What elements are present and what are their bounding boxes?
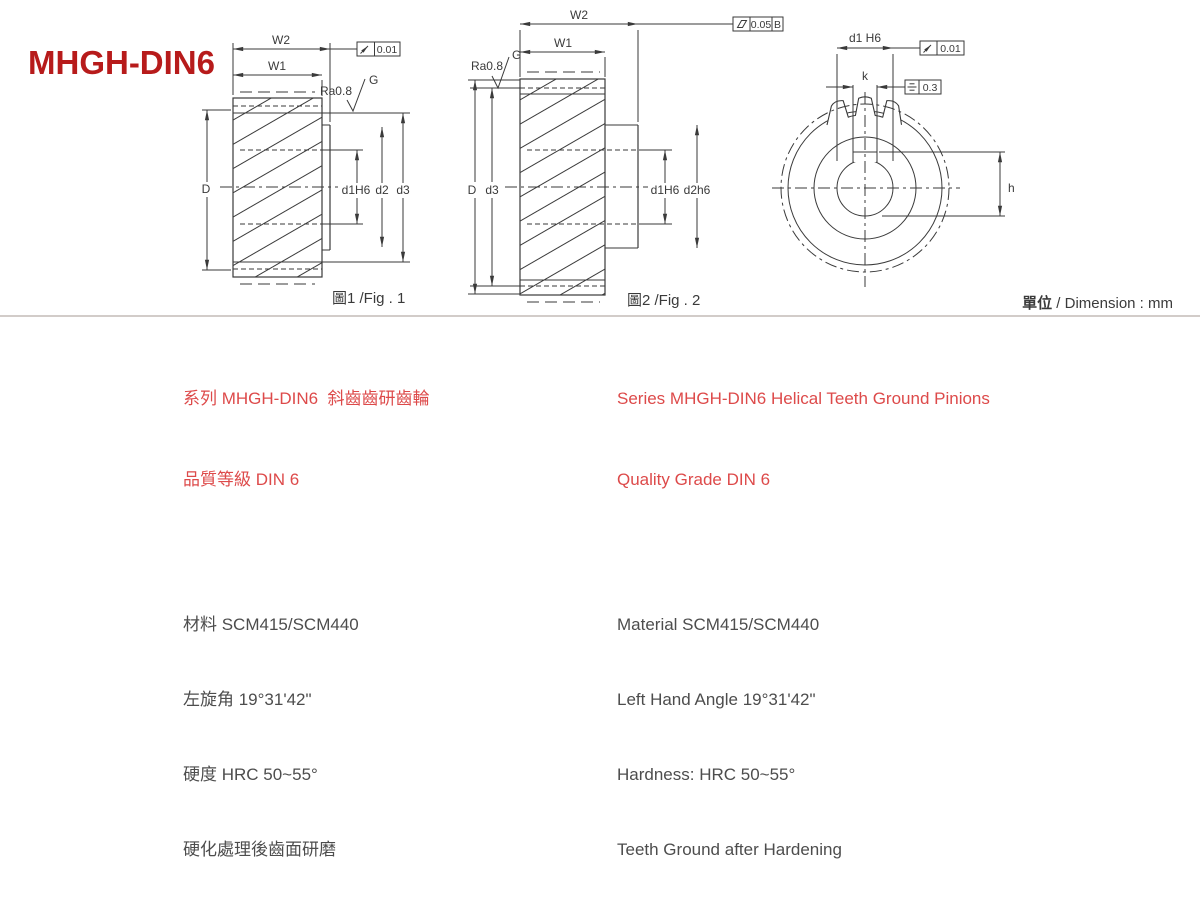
fig2-d1-label: d1H6 — [651, 183, 680, 197]
fig3-k-label: k — [862, 69, 869, 83]
fig1-D-label: D — [202, 182, 211, 196]
fig2-dimensions: W2 W1 0.05 B D d3 d1H6 d2h6 Ra0.8 — [463, 8, 784, 295]
technical-drawing: W2 W1 0.01 D d1H6 d2 d3 Ra0.8 G — [196, 8, 1015, 309]
series-heading-zh: 系列 MHGH-DIN6 斜齒齒研齒輪 品質等級 DIN 6 — [183, 331, 430, 547]
fig1-gear-section-view: W2 W1 0.01 D d1H6 d2 d3 Ra0.8 G — [196, 33, 414, 307]
series-line1-en: Series MHGH-DIN6 Helical Teeth Ground Pi… — [617, 389, 990, 408]
fig1-d2-label: d2 — [375, 183, 389, 197]
fig1-tolerance-value: 0.01 — [377, 44, 398, 56]
spec-angle-zh: 左旋角 19°31'42" — [183, 690, 312, 709]
fig1-ra-label: Ra0.8 — [320, 84, 352, 98]
fig2-w2-label: W2 — [570, 8, 588, 22]
series-line2-en: Quality Grade DIN 6 — [617, 470, 771, 489]
catalog-page: { "title": "MHGH-DIN6", "unit": { "zh": … — [0, 8, 1200, 859]
page-title: MHGH-DIN6 — [28, 44, 215, 81]
fig3-d1-label: d1 H6 — [849, 31, 881, 45]
fig2-geometry — [470, 71, 672, 303]
fig2-d3-label: d3 — [485, 183, 499, 197]
fig3-geometry — [772, 54, 960, 287]
fig3-runout-value: 0.01 — [940, 43, 961, 55]
spec-hardness-en: Hardness: HRC 50~55° — [617, 765, 796, 784]
fig3-symmetry-icon — [907, 83, 917, 91]
fig2-tolerance-value: 0.05 — [751, 19, 772, 31]
spec-grinding-en: Teeth Ground after Hardening — [617, 840, 842, 859]
fig2-surface-finish-icon — [491, 56, 510, 90]
fig2-caption: 圖2 /Fig . 2 — [627, 292, 700, 309]
fig3-h-label: h — [1008, 181, 1015, 195]
fig1-w2-label: W2 — [272, 33, 290, 47]
fig3-dimensions: d1 H6 0.01 k 0.3 h — [826, 31, 1015, 217]
fig1-w1-label: W1 — [268, 59, 286, 73]
spec-angle-en: Left Hand Angle 19°31'42" — [617, 690, 816, 709]
series-heading-en: Series MHGH-DIN6 Helical Teeth Ground Pi… — [617, 331, 990, 547]
info-block-chinese: 系列 MHGH-DIN6 斜齒齒研齒輪 品質等級 DIN 6 材料 SCM415… — [183, 331, 430, 912]
fig1-caption: 圖1 /Fig . 1 — [332, 290, 405, 307]
unit-label: 單位 / Dimension : mm — [1022, 292, 1173, 313]
fig2-datum-label: B — [774, 19, 781, 31]
fig3-symmetry-value: 0.3 — [923, 82, 938, 94]
fig1-d1-label: d1H6 — [342, 183, 371, 197]
fig3-gear-front-view: d1 H6 0.01 k 0.3 h — [772, 31, 1015, 287]
fig2-ra-label: Ra0.8 — [471, 59, 503, 73]
unit-label-rest: / Dimension : mm — [1052, 295, 1173, 312]
fig1-g-label: G — [369, 73, 378, 87]
fig2-d2-label: d2h6 — [684, 183, 711, 197]
info-block-english: Series MHGH-DIN6 Helical Teeth Ground Pi… — [617, 331, 990, 912]
section-divider — [0, 315, 1200, 317]
fig2-g-label: G — [512, 48, 521, 62]
spec-grinding-zh: 硬化處理後齒面研磨 — [183, 840, 336, 859]
fig1-d3-label: d3 — [396, 183, 410, 197]
spec-list-en: Material SCM415/SCM440 Left Hand Angle 1… — [617, 562, 990, 912]
fig2-gear-section-view: W2 W1 0.05 B D d3 d1H6 d2h6 Ra0.8 — [463, 8, 784, 309]
fig2-w1-label: W1 — [554, 36, 572, 50]
spec-list-zh: 材料 SCM415/SCM440 左旋角 19°31'42" 硬度 HRC 50… — [183, 562, 430, 912]
fig2-D-label: D — [468, 183, 477, 197]
series-line2-zh: 品質等級 DIN 6 — [183, 470, 300, 489]
fig1-dimensions: W2 W1 0.01 D d1H6 d2 d3 Ra0.8 G — [196, 33, 414, 271]
fig3-gear-teeth — [826, 96, 903, 126]
fig3-runout-icon — [923, 44, 932, 53]
fig1-runout-icon — [360, 45, 369, 54]
series-line1-zh: 系列 MHGH-DIN6 斜齒齒研齒輪 — [183, 389, 430, 408]
spec-material-en: Material SCM415/SCM440 — [617, 615, 820, 634]
spec-material-zh: 材料 SCM415/SCM440 — [183, 615, 359, 634]
fig1-surface-finish-icon — [346, 78, 366, 113]
fig2-flatness-icon — [736, 20, 748, 28]
spec-hardness-zh: 硬度 HRC 50~55° — [183, 765, 318, 784]
unit-label-zh: 單位 — [1022, 295, 1053, 312]
fig1-geometry — [220, 91, 410, 285]
